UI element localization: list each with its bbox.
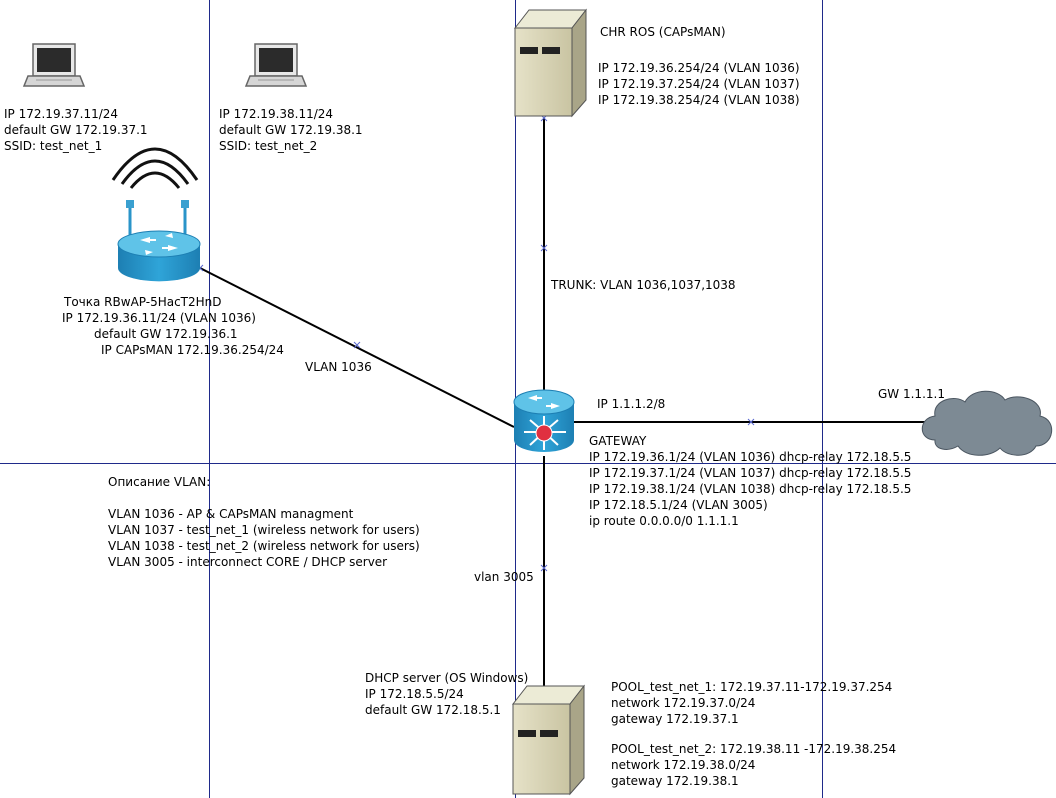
pool-2-label: POOL_test_net_2: 172.19.38.11 -172.19.38… (611, 742, 897, 788)
gateway-router-icon[interactable] (513, 389, 575, 452)
vlan-3005-label: vlan 3005 (474, 570, 534, 584)
gateway-config: GATEWAY IP 172.19.36.1/24 (VLAN 1036) dh… (589, 434, 912, 528)
vlan-description-title: Описание VLAN: (108, 475, 211, 489)
access-point-icon[interactable] (111, 147, 201, 282)
access-point-label: Точка RBwAP-5HacT2HnD IP 172.19.36.11/24… (62, 295, 284, 357)
chr-addresses: IP 172.19.36.254/24 (VLAN 1036) IP 172.1… (598, 61, 800, 107)
chr-title: CHR ROS (CAPsMAN) (600, 25, 726, 39)
dhcp-server-icon[interactable] (511, 684, 586, 796)
vlan-1036-link (199, 267, 515, 428)
dhcp-server-label: DHCP server (OS Windows) IP 172.18.5.5/2… (365, 671, 529, 717)
connections (199, 118, 930, 688)
internet-cloud-icon[interactable] (921, 390, 1052, 456)
wifi-signal-icon (111, 147, 199, 181)
gateway-wan-ip: IP 1.1.1.2/8 (597, 397, 666, 411)
laptop-2-label: IP 172.19.38.11/24 default GW 172.19.38.… (219, 107, 363, 153)
chr-server-icon[interactable] (513, 8, 588, 118)
laptop-2-icon[interactable] (244, 43, 308, 87)
laptop-1-icon[interactable] (22, 43, 86, 87)
trunk-label: TRUNK: VLAN 1036,1037,1038 (551, 278, 736, 292)
gw-cloud-label: GW 1.1.1.1 (878, 387, 945, 401)
pool-1-label: POOL_test_net_1: 172.19.37.11-172.19.37.… (611, 680, 893, 726)
laptop-1-label: IP 172.19.37.11/24 default GW 172.19.37.… (4, 107, 148, 153)
vlan-1036-label: VLAN 1036 (305, 360, 372, 374)
vlan-description: Описание VLAN: VLAN 1036 - AP & CAPsMAN … (108, 475, 420, 569)
